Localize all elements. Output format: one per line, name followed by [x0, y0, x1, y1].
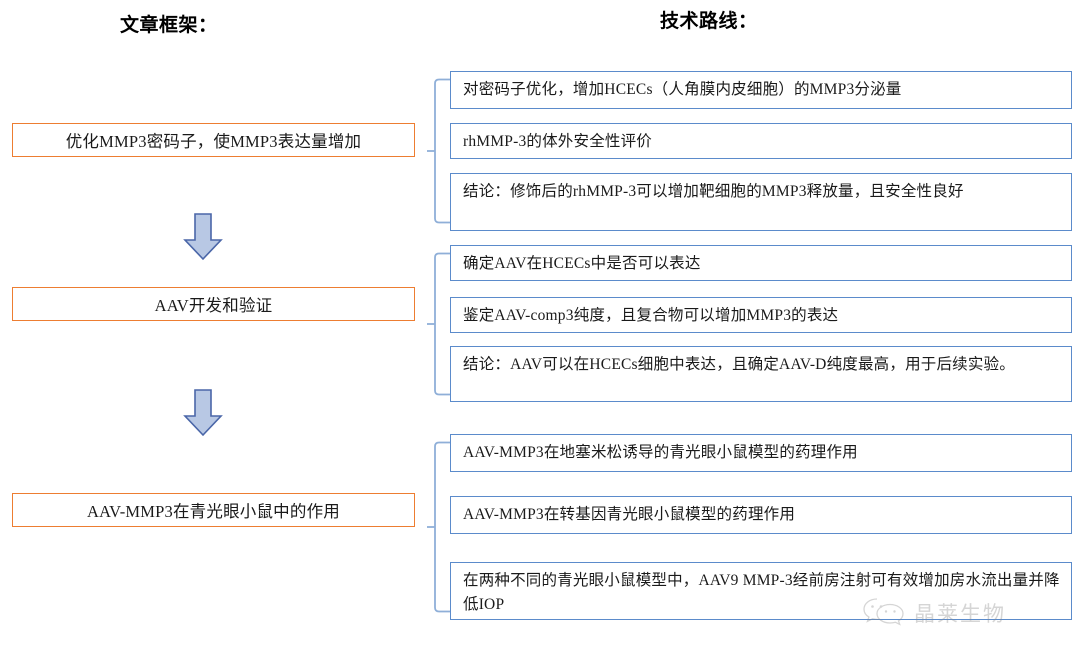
- page-title-right: 技术路线：: [660, 11, 758, 32]
- detail-box-1[interactable]: 对密码子优化，增加HCECs（人角膜内皮细胞）的MMP3分泌量: [450, 71, 1072, 109]
- stage-box-1-label: 优化MMP3密码子，使MMP3表达量增加: [65, 132, 362, 151]
- detail-box-7[interactable]: AAV-MMP3在地塞米松诱导的青光眼小鼠模型的药理作用: [450, 434, 1072, 472]
- stage-box-3[interactable]: AAV-MMP3在青光眼小鼠中的作用: [12, 493, 415, 527]
- detail-box-9[interactable]: 在两种不同的青光眼小鼠模型中，AAV9 MMP-3经前房注射可有效增加房水流出量…: [450, 562, 1072, 620]
- group-bracket-2: [427, 252, 451, 396]
- stage-box-2-label: AAV开发和验证: [154, 296, 273, 315]
- detail-box-3[interactable]: 结论：修饰后的rhMMP-3可以增加靶细胞的MMP3释放量，且安全性良好: [450, 173, 1072, 231]
- group-bracket-1: [427, 78, 451, 224]
- down-arrow-icon: [182, 388, 224, 438]
- down-arrow-icon: [182, 212, 224, 262]
- detail-box-8[interactable]: AAV-MMP3在转基因青光眼小鼠模型的药理作用: [450, 496, 1072, 534]
- detail-box-5[interactable]: 鉴定AAV-comp3纯度，且复合物可以增加MMP3的表达: [450, 297, 1072, 333]
- detail-box-2[interactable]: rhMMP-3的体外安全性评价: [450, 123, 1072, 159]
- detail-box-6[interactable]: 结论：AAV可以在HCECs细胞中表达，且确定AAV-D纯度最高，用于后续实验。: [450, 346, 1072, 402]
- stage-box-2[interactable]: AAV开发和验证: [12, 287, 415, 321]
- group-bracket-3: [427, 441, 451, 613]
- stage-box-1[interactable]: 优化MMP3密码子，使MMP3表达量增加: [12, 123, 415, 157]
- detail-box-4[interactable]: 确定AAV在HCECs中是否可以表达: [450, 245, 1072, 281]
- page-title-left: 文章框架：: [120, 15, 218, 36]
- stage-box-3-label: AAV-MMP3在青光眼小鼠中的作用: [87, 502, 340, 521]
